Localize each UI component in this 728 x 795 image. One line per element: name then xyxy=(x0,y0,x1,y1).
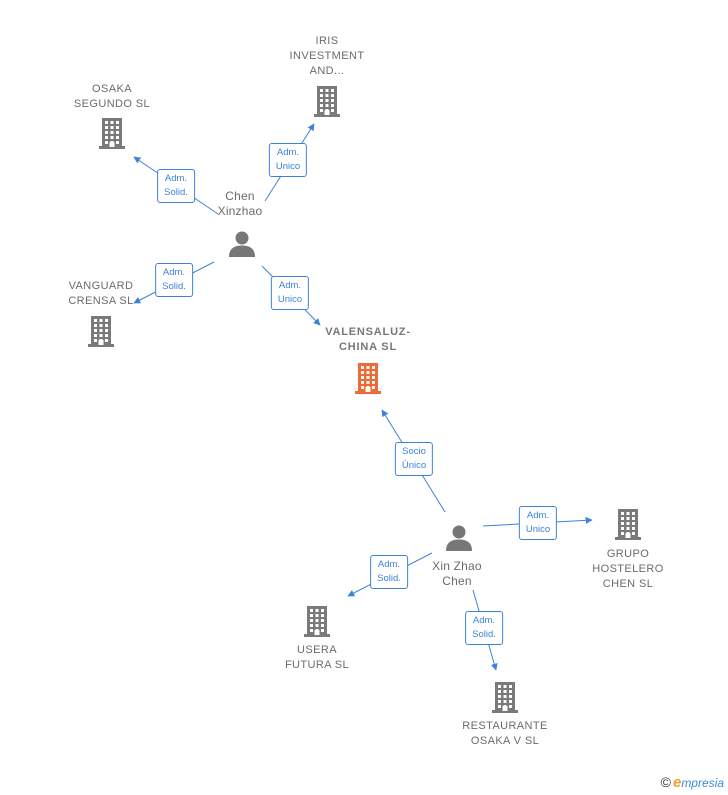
building-icon xyxy=(304,606,330,637)
edge-label-chen-xinzhao-to-iris[interactable]: Adm. Unico xyxy=(268,143,308,177)
building-icon xyxy=(99,118,125,149)
company-node-osaka-segundo[interactable] xyxy=(97,116,127,155)
company-label-restaurante[interactable]: RESTAURANTE OSAKA V SL xyxy=(462,720,548,747)
company-node-restaurante[interactable] xyxy=(490,680,520,719)
copyright-symbol: © xyxy=(660,774,671,790)
edge-label-xin-zhao-chen-to-restaurante[interactable]: Adm. Solid. xyxy=(465,611,503,645)
company-label-usera[interactable]: USERA FUTURA SL xyxy=(284,644,350,671)
building-icon xyxy=(492,682,518,713)
company-label-valensaluz[interactable]: VALENSALUZ- CHINA SL xyxy=(325,326,411,353)
person-node-xin-zhao-chen[interactable] xyxy=(444,523,474,558)
person-label-chen-xinzhao[interactable]: Chen Xinzhao xyxy=(217,189,263,218)
footer-brand[interactable]: ©empresia xyxy=(661,774,724,791)
edge-label-chen-xinzhao-to-osaka-segundo[interactable]: Adm. Solid. xyxy=(157,169,195,203)
edge-label-chen-xinzhao-to-vanguard[interactable]: Adm. Solid. xyxy=(155,263,193,297)
edge-label-xin-zhao-chen-to-valensaluz[interactable]: Socio Único xyxy=(394,442,434,476)
person-icon xyxy=(229,231,255,257)
company-label-iris[interactable]: IRIS INVESTMENT AND... xyxy=(289,35,365,77)
building-icon xyxy=(88,316,114,347)
building-icon xyxy=(615,509,641,540)
company-node-vanguard[interactable] xyxy=(86,314,116,353)
company-label-vanguard[interactable]: VANGUARD CRENSA SL xyxy=(68,280,134,307)
edge-label-xin-zhao-chen-to-usera[interactable]: Adm. Solid. xyxy=(370,555,408,589)
company-node-grupo-hostelero[interactable] xyxy=(613,507,643,546)
building-icon xyxy=(314,86,340,117)
person-label-xin-zhao-chen[interactable]: Xin Zhao Chen xyxy=(432,559,482,588)
company-node-usera[interactable] xyxy=(302,604,332,643)
edge-label-xin-zhao-chen-to-grupo-hostelero[interactable]: Adm. Unico xyxy=(518,506,558,540)
brand-name: mpresia xyxy=(681,776,724,790)
company-label-osaka-segundo[interactable]: OSAKA SEGUNDO SL xyxy=(73,83,151,110)
company-node-iris[interactable] xyxy=(312,84,342,123)
brand-initial: e xyxy=(672,774,682,791)
person-node-chen-xinzhao[interactable] xyxy=(227,229,257,264)
company-node-valensaluz[interactable] xyxy=(353,361,383,400)
person-icon xyxy=(446,525,472,551)
edge-label-chen-xinzhao-to-valensaluz[interactable]: Adm. Unico xyxy=(270,276,310,310)
company-label-grupo-hostelero[interactable]: GRUPO HOSTELERO CHEN SL xyxy=(592,548,664,590)
building-icon xyxy=(355,363,381,394)
